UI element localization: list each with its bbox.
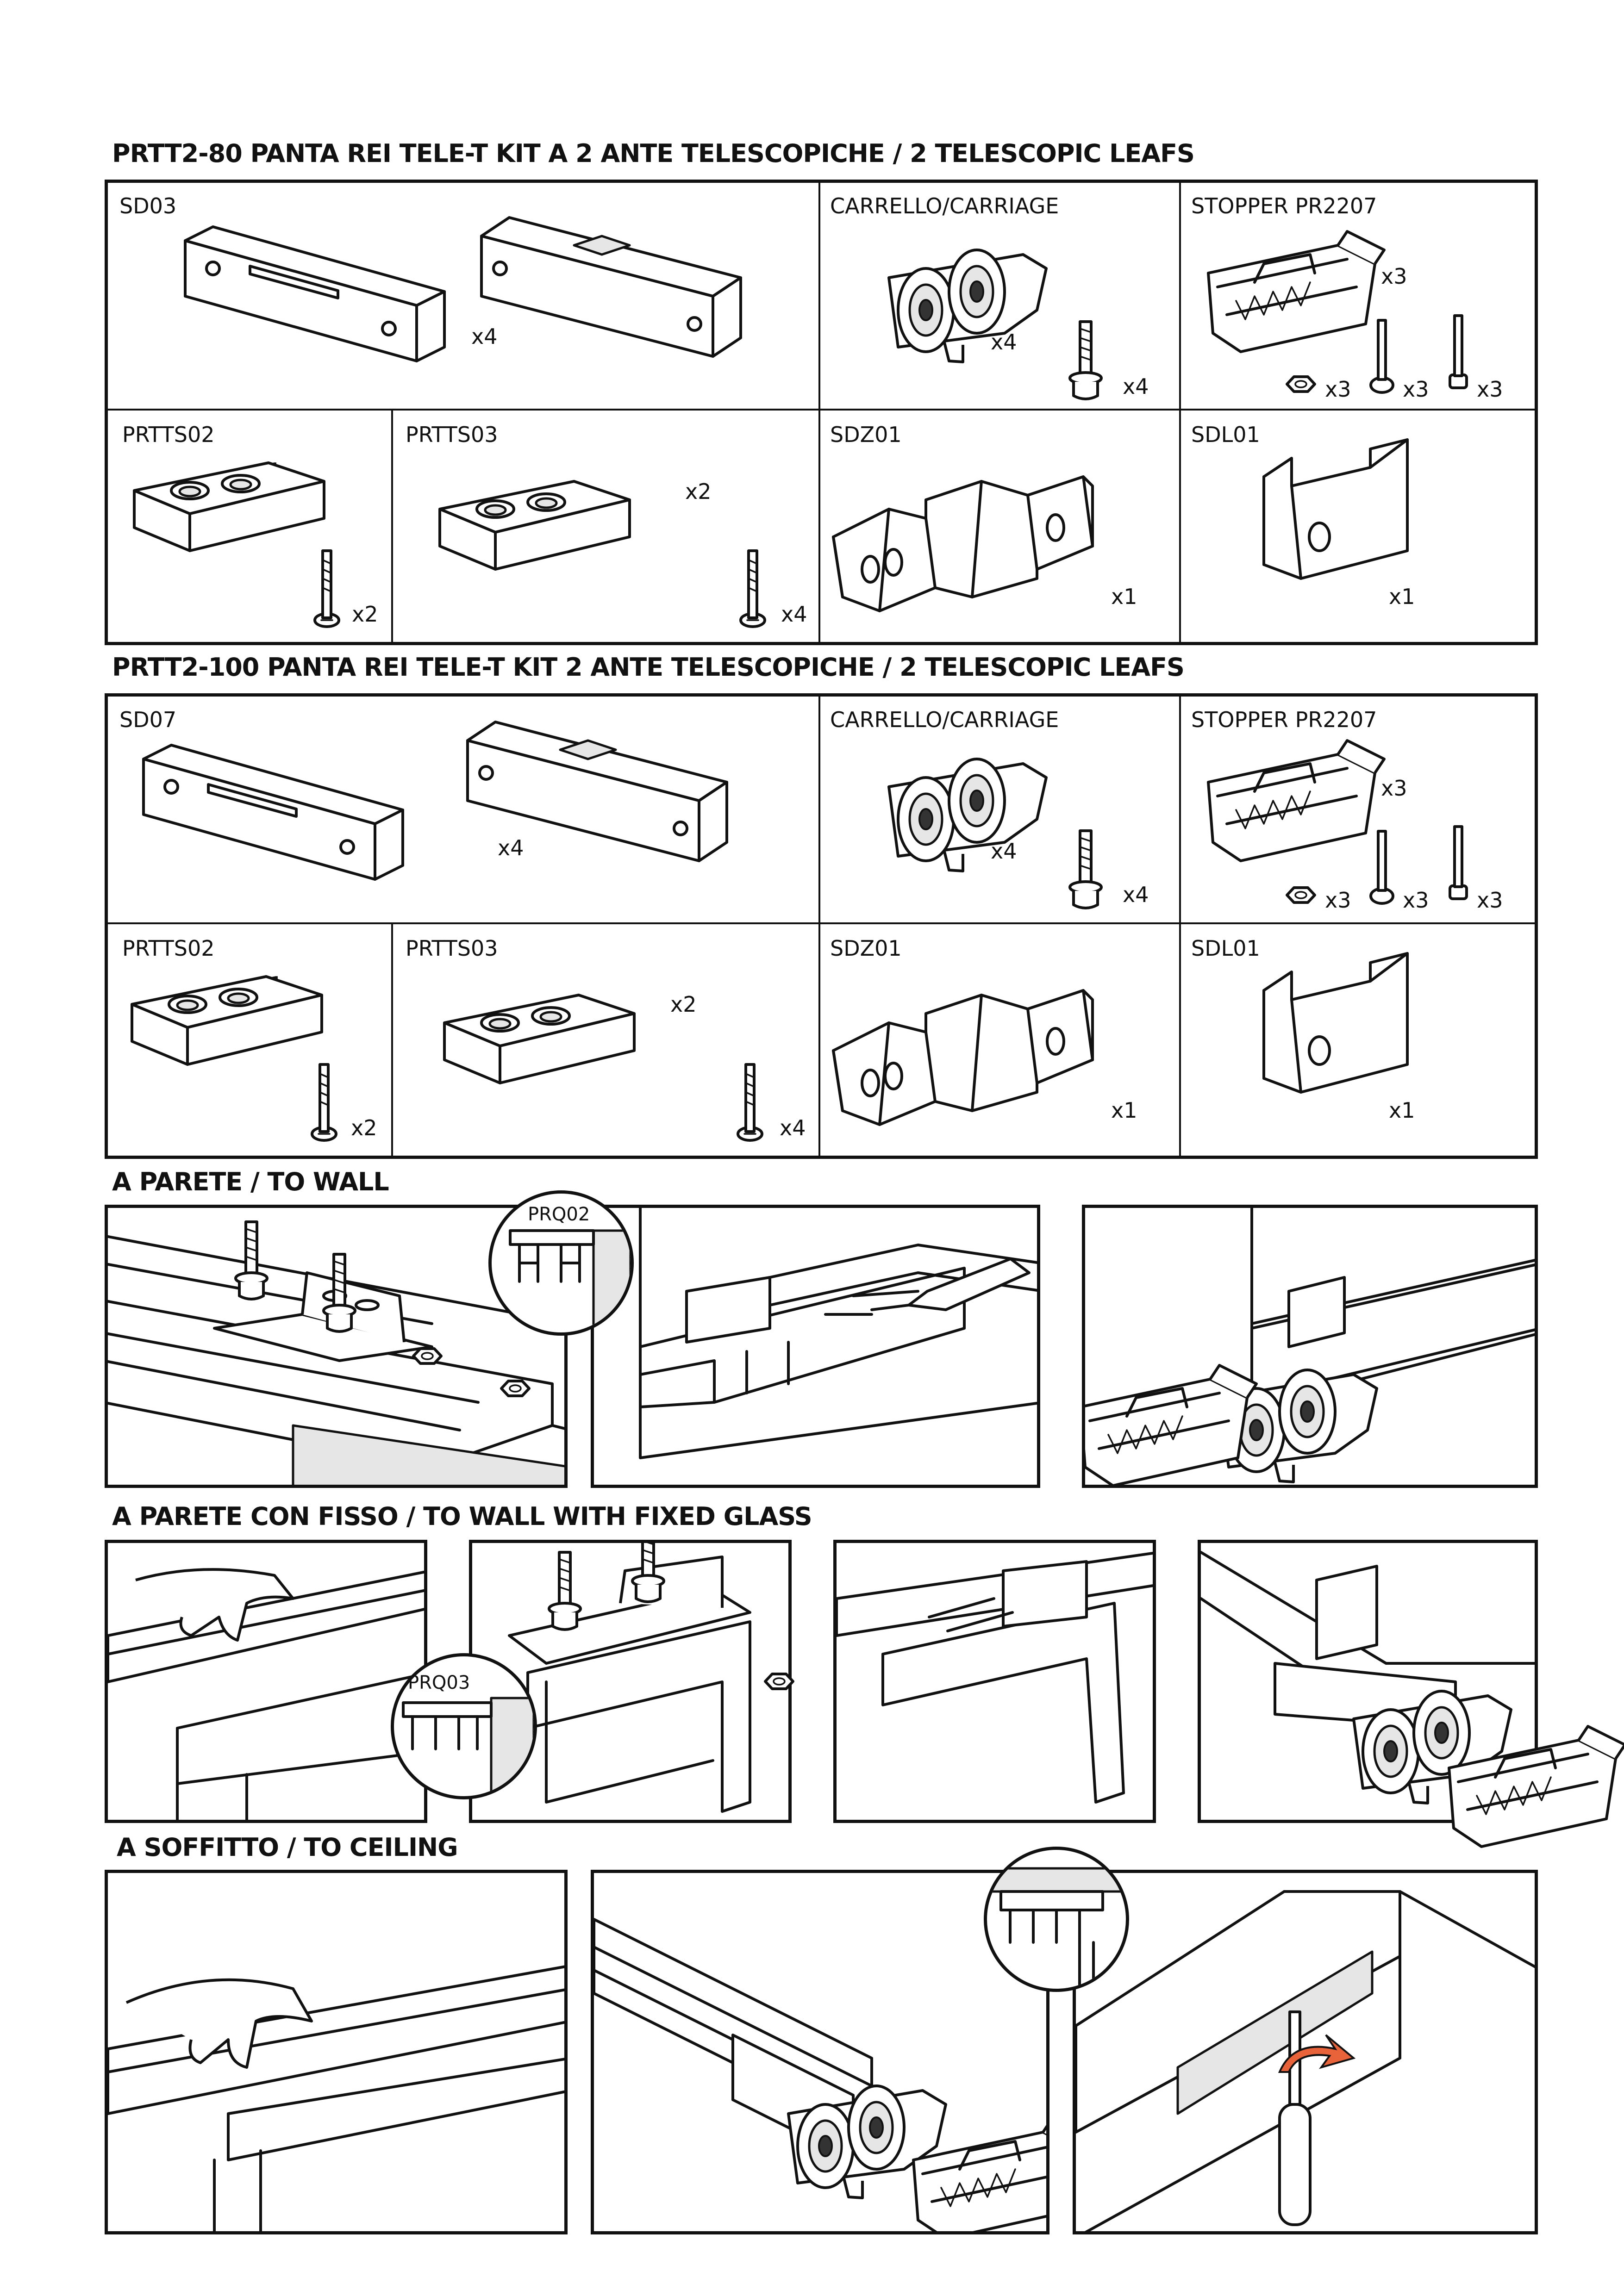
kit100-stopper-label: STOPPER PR2207 (1191, 707, 1377, 732)
kit80-sdl01-label: SDL01 (1191, 422, 1260, 447)
kit100-title: PRTT2-100 PANTA REI TELE-T KIT 2 ANTE TE… (112, 653, 1185, 682)
wall-fixed-step-3 (833, 1540, 1156, 1823)
wall-fixed-detail-label: PRQ03 (408, 1672, 470, 1693)
wall-fixed-step-1 (105, 1540, 427, 1823)
kit80-carriage-label: CARRELLO/CARRIAGE (830, 193, 1059, 218)
kit100-stopper-nut-qty: x3 (1325, 888, 1351, 913)
ceiling-detail-circle (984, 1847, 1129, 1992)
ceiling-step-1 (105, 1870, 568, 2234)
wall-title: A PARETE / TO WALL (112, 1167, 389, 1196)
wall-step-2 (591, 1205, 1040, 1488)
ceiling-step-2 (591, 1870, 1049, 2234)
kit100-carriage-screw-qty: x4 (1123, 882, 1149, 907)
kit100-prtts02-label: PRTTS02 (122, 936, 215, 961)
kit100-sdz01-label: SDZ01 (830, 936, 902, 961)
kit80-sd-qty: x4 (471, 324, 498, 349)
kit80-sdl01-qty: x1 (1389, 584, 1415, 609)
kit80-stopper-screw2-qty: x3 (1477, 377, 1503, 402)
kit100-carriage-label: CARRELLO/CARRIAGE (830, 707, 1059, 732)
kit100-prtts03-screw-qty: x4 (780, 1115, 806, 1140)
ceiling-title: A SOFFITTO / TO CEILING (117, 1833, 458, 1862)
kit80-stopper-label: STOPPER PR2207 (1191, 193, 1377, 218)
kit80-prtts03-qty: x2 (685, 479, 712, 504)
kit80-stopper-nut-qty: x3 (1325, 377, 1351, 402)
kit80-stopper-qty: x3 (1381, 264, 1407, 289)
wall-detail-circle: PRQ02 (488, 1190, 634, 1336)
kit100-prtts03-qty: x2 (670, 992, 697, 1017)
kit80-prtts02-label: PRTTS02 (122, 422, 215, 447)
wall-step-3 (1082, 1205, 1538, 1488)
kit80-title: PRTT2-80 PANTA REI TELE-T KIT A 2 ANTE T… (112, 139, 1195, 168)
kit100-prtts02-screw-qty: x2 (351, 1115, 377, 1140)
kit100-prtts03-label: PRTTS03 (406, 936, 498, 961)
kit80-sdz01-qty: x1 (1111, 584, 1137, 609)
kit80-prtts03-label: PRTTS03 (406, 422, 498, 447)
kit80-prtts03-screw-qty: x4 (781, 602, 807, 627)
kit100-stopper-qty: x3 (1381, 776, 1407, 801)
kit100-sd-label: SD07 (119, 707, 177, 732)
kit80-carriage-screw-qty: x4 (1123, 374, 1149, 399)
wall-fixed-detail-circle: PRQ03 (391, 1653, 537, 1799)
kit100-sd-qty: x4 (498, 835, 524, 860)
kit80-sd-label: SD03 (119, 193, 177, 218)
wall-detail-label: PRQ02 (528, 1204, 590, 1225)
kit100-stopper-screw2-qty: x3 (1477, 888, 1503, 913)
kit100-sdl01-label: SDL01 (1191, 936, 1260, 961)
kit100-stopper-screw1-qty: x3 (1403, 888, 1429, 913)
kit80-sdz01-label: SDZ01 (830, 422, 902, 447)
kit100-sdz01-qty: x1 (1111, 1098, 1137, 1123)
wall-fixed-title: A PARETE CON FISSO / TO WALL WITH FIXED … (112, 1502, 812, 1531)
ceiling-step-3 (1073, 1870, 1538, 2234)
kit80-prtts02-screw-qty: x2 (352, 602, 378, 627)
kit80-stopper-screw1-qty: x3 (1403, 377, 1429, 402)
kit100-sdl01-qty: x1 (1389, 1098, 1415, 1123)
